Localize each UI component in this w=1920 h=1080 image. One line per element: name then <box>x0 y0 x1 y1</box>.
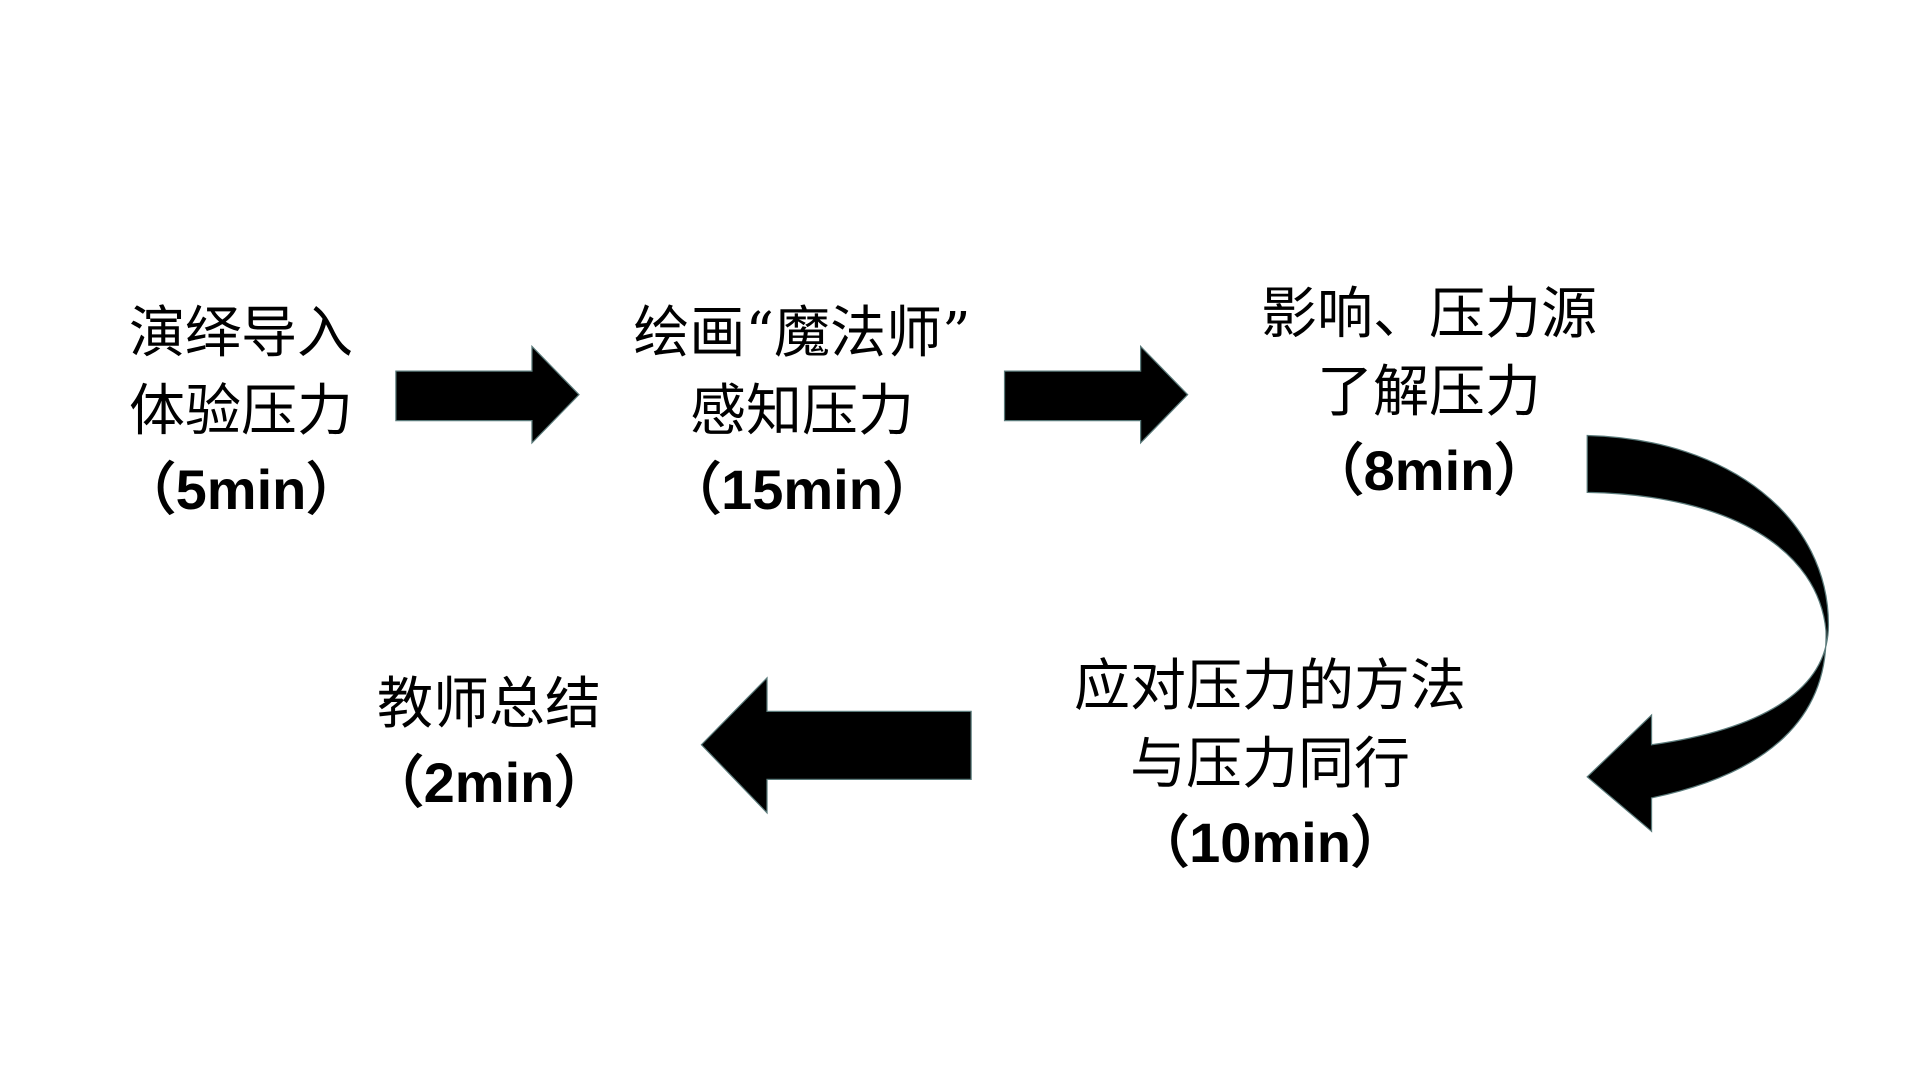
step-5: 教师总结 （2min） <box>368 666 611 822</box>
step-2-duration: （15min） <box>665 458 939 521</box>
step-2: 绘画“魔法师” 感知压力 （15min） <box>633 295 970 529</box>
step-4-line-1: 应对压力的方法 <box>1074 654 1466 719</box>
arrow-right-2 <box>1003 344 1189 445</box>
step-3-duration: （8min） <box>1307 439 1551 502</box>
arrow-curved-down-left <box>1586 434 1830 833</box>
step-3: 影响、压力源 了解压力 （8min） <box>1261 276 1597 510</box>
step-2-line-1: 绘画“魔法师” <box>633 301 971 366</box>
step-1-duration: （5min） <box>119 458 363 521</box>
step-3-line-1: 影响、压力源 <box>1261 282 1597 347</box>
arrow-left <box>700 676 972 815</box>
arrow-right-1 <box>395 344 580 445</box>
step-3-line-2: 了解压力 <box>1317 360 1541 425</box>
step-1-line-2: 体验压力 <box>128 379 353 444</box>
step-5-line-1: 教师总结 <box>376 672 601 737</box>
step-1-line-1: 演绎导入 <box>128 301 353 366</box>
step-4-line-2: 与压力同行 <box>1130 732 1410 797</box>
step-1: 演绎导入 体验压力 （5min） <box>120 295 363 529</box>
step-5-duration: （2min） <box>367 751 611 814</box>
step-4-duration: （10min） <box>1133 811 1407 874</box>
step-2-line-2: 感知压力 <box>689 379 914 444</box>
step-4: 应对压力的方法 与压力同行 （10min） <box>1074 648 1466 882</box>
